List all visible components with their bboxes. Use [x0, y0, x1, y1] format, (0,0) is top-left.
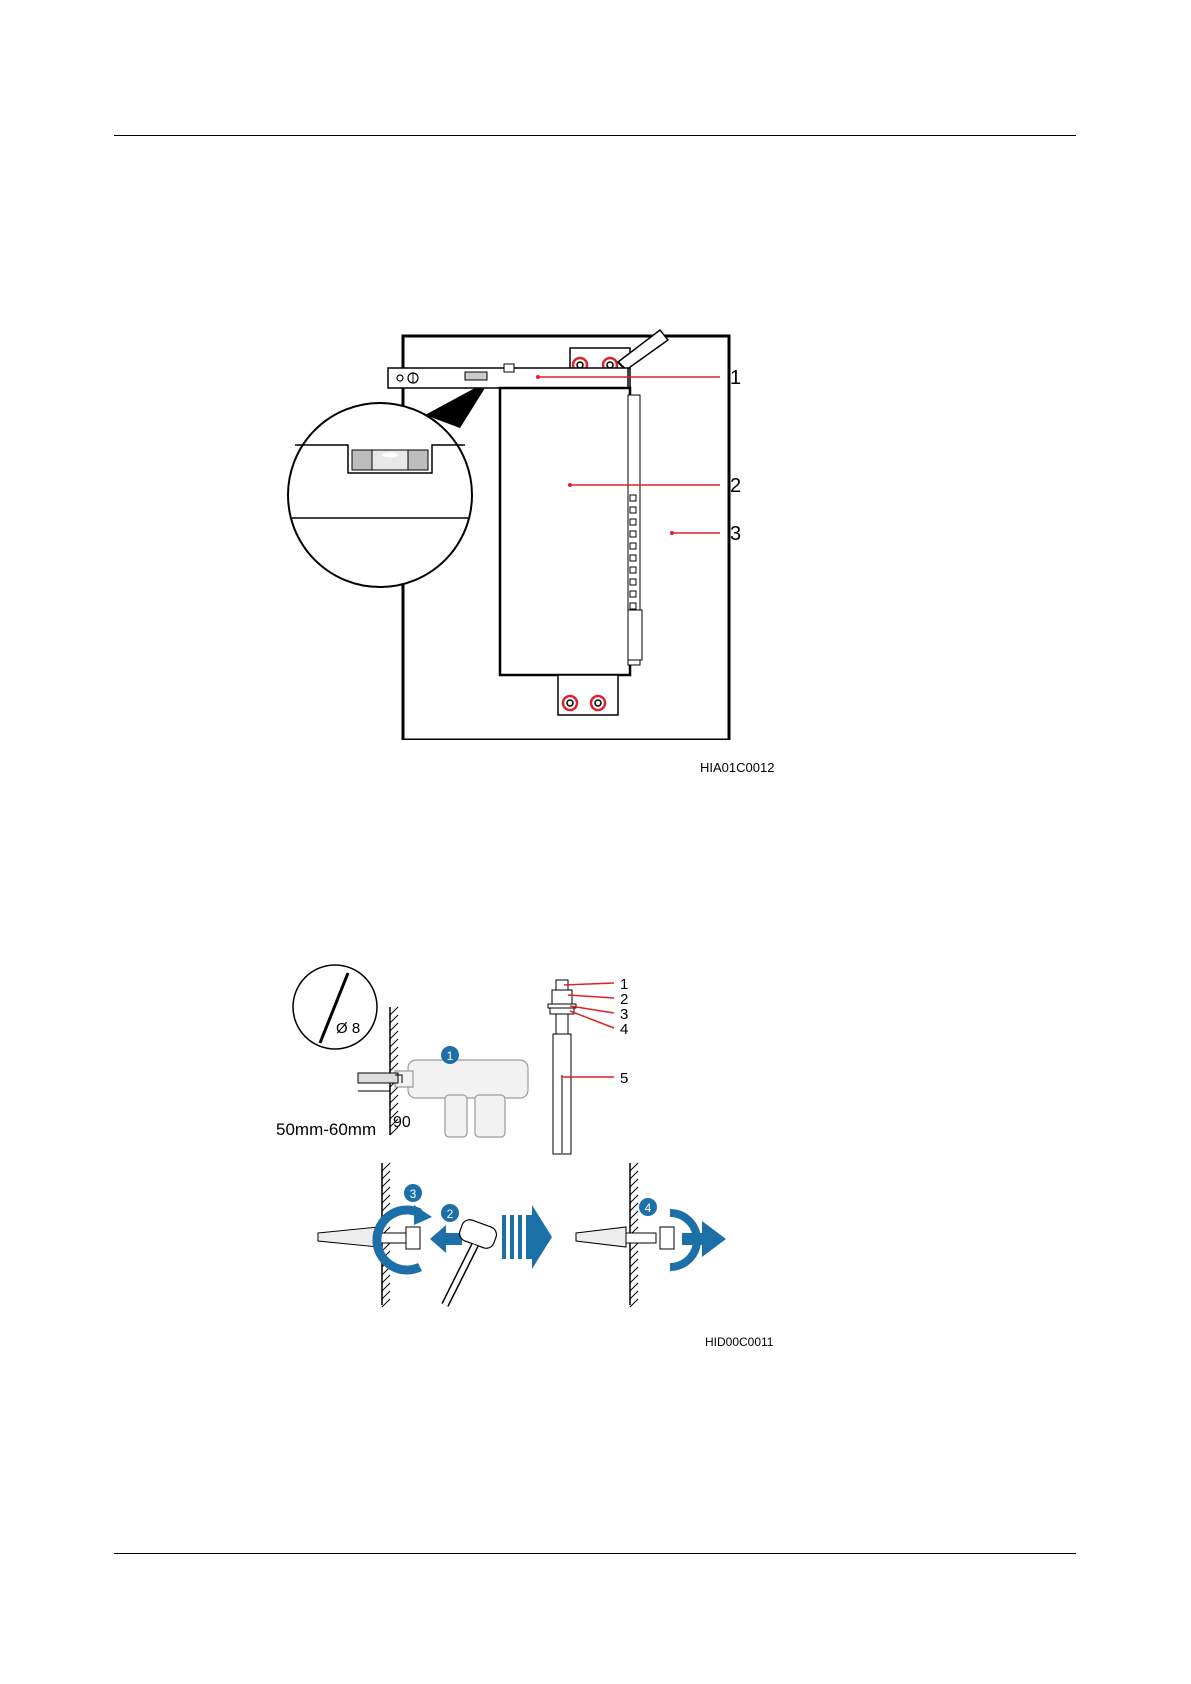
wall-hatch-line	[382, 1187, 390, 1195]
wall-hatch-line	[630, 1211, 638, 1219]
figure-marking-holes: 1 2 3	[280, 320, 800, 740]
wall-hatch-line	[630, 1291, 638, 1299]
device-port	[630, 555, 636, 561]
device-port	[630, 603, 636, 609]
wall-hatch-line	[390, 1023, 398, 1031]
bolt-in-wall-right	[576, 1227, 626, 1247]
wall-hatch-line	[630, 1195, 638, 1203]
callout-3-label: 3	[730, 523, 741, 545]
device-port	[630, 543, 636, 549]
svg-text:1: 1	[447, 1049, 454, 1063]
wall-hatch-line	[390, 1031, 398, 1039]
wall-hatch-line	[630, 1203, 638, 1211]
bottom-bracket	[558, 675, 618, 715]
device-port	[630, 579, 636, 585]
step-3-badge: 3	[404, 1184, 422, 1202]
device-port	[630, 519, 636, 525]
wall-hatch-line	[630, 1283, 638, 1291]
wall-hatch-line	[630, 1299, 638, 1307]
drill-angle: 90	[393, 1114, 411, 1131]
wall-hatch-line	[630, 1275, 638, 1283]
figure2-code: HID00C0011	[705, 1335, 773, 1349]
step-1-badge: 1	[441, 1046, 459, 1064]
step-2-badge: 2	[441, 1204, 459, 1222]
wall-hatch-line	[382, 1299, 390, 1307]
bolt-part-5: 5	[620, 1070, 628, 1087]
figure1-code: HIA01C0012	[700, 760, 774, 775]
svg-text:3: 3	[410, 1187, 417, 1201]
wall-hatch-line	[630, 1187, 638, 1195]
wall-hatch-line	[382, 1291, 390, 1299]
device-enclosure	[500, 364, 642, 675]
step-4-badge: 4	[639, 1198, 657, 1216]
wall-hatch-line	[390, 1047, 398, 1055]
svg-text:4: 4	[645, 1201, 652, 1215]
wall-hatch-line	[390, 1007, 398, 1015]
wall-hatch-line	[382, 1275, 390, 1283]
header-rule	[114, 135, 1076, 136]
wall-hatch-line	[630, 1243, 638, 1251]
electric-drill	[395, 1060, 528, 1137]
wall-hatch-line	[382, 1179, 390, 1187]
bolt-in-wall-left	[318, 1227, 378, 1247]
push-arrow-2	[430, 1225, 462, 1253]
wall-hatch-line	[382, 1171, 390, 1179]
next-step-arrow	[502, 1205, 552, 1269]
drill-depth: 50mm-60mm	[276, 1120, 376, 1139]
figure-expansion-bolts: Ø 8 50mm-60mm 90 1 1 2 3 4 5	[270, 955, 790, 1315]
device-port	[630, 591, 636, 597]
wall-hatch-line	[390, 1095, 398, 1103]
device-port	[630, 567, 636, 573]
level-magnifier	[288, 403, 472, 587]
wall-hatch-line	[390, 1055, 398, 1063]
wall-hatch-line	[382, 1243, 390, 1251]
wall-hatch-line	[382, 1195, 390, 1203]
device-port	[630, 531, 636, 537]
wall-hatch-line	[630, 1179, 638, 1187]
drill-bit-inset: Ø 8	[293, 965, 377, 1049]
footer-rule	[114, 1553, 1076, 1554]
wall-hatch-line	[630, 1267, 638, 1275]
wall-hatch-line	[630, 1259, 638, 1267]
device-port	[630, 495, 636, 501]
wall-hatch-line	[390, 1015, 398, 1023]
wall-hatch-line	[390, 1039, 398, 1047]
wall-hatch-line	[630, 1219, 638, 1227]
rubber-hammer	[445, 1218, 499, 1305]
wall-hatch-line	[382, 1283, 390, 1291]
drill-bit	[358, 1073, 398, 1083]
wall-hatch-line	[382, 1203, 390, 1211]
svg-text:2: 2	[447, 1207, 454, 1221]
wall-hatch-line	[390, 1063, 398, 1071]
device-port	[630, 507, 636, 513]
wall-hatch-line	[630, 1163, 638, 1171]
callout-1-label: 1	[730, 367, 741, 389]
wall-hatch-line	[630, 1171, 638, 1179]
wall-hatch-line	[382, 1163, 390, 1171]
wall-hatch-line	[390, 1103, 398, 1111]
drill-diameter: Ø 8	[336, 1020, 360, 1037]
callout-2-label: 2	[730, 475, 741, 497]
wall-hatch-line	[390, 1087, 398, 1095]
wall-hatch-line	[630, 1251, 638, 1259]
bolt-part-4: 4	[620, 1021, 628, 1038]
